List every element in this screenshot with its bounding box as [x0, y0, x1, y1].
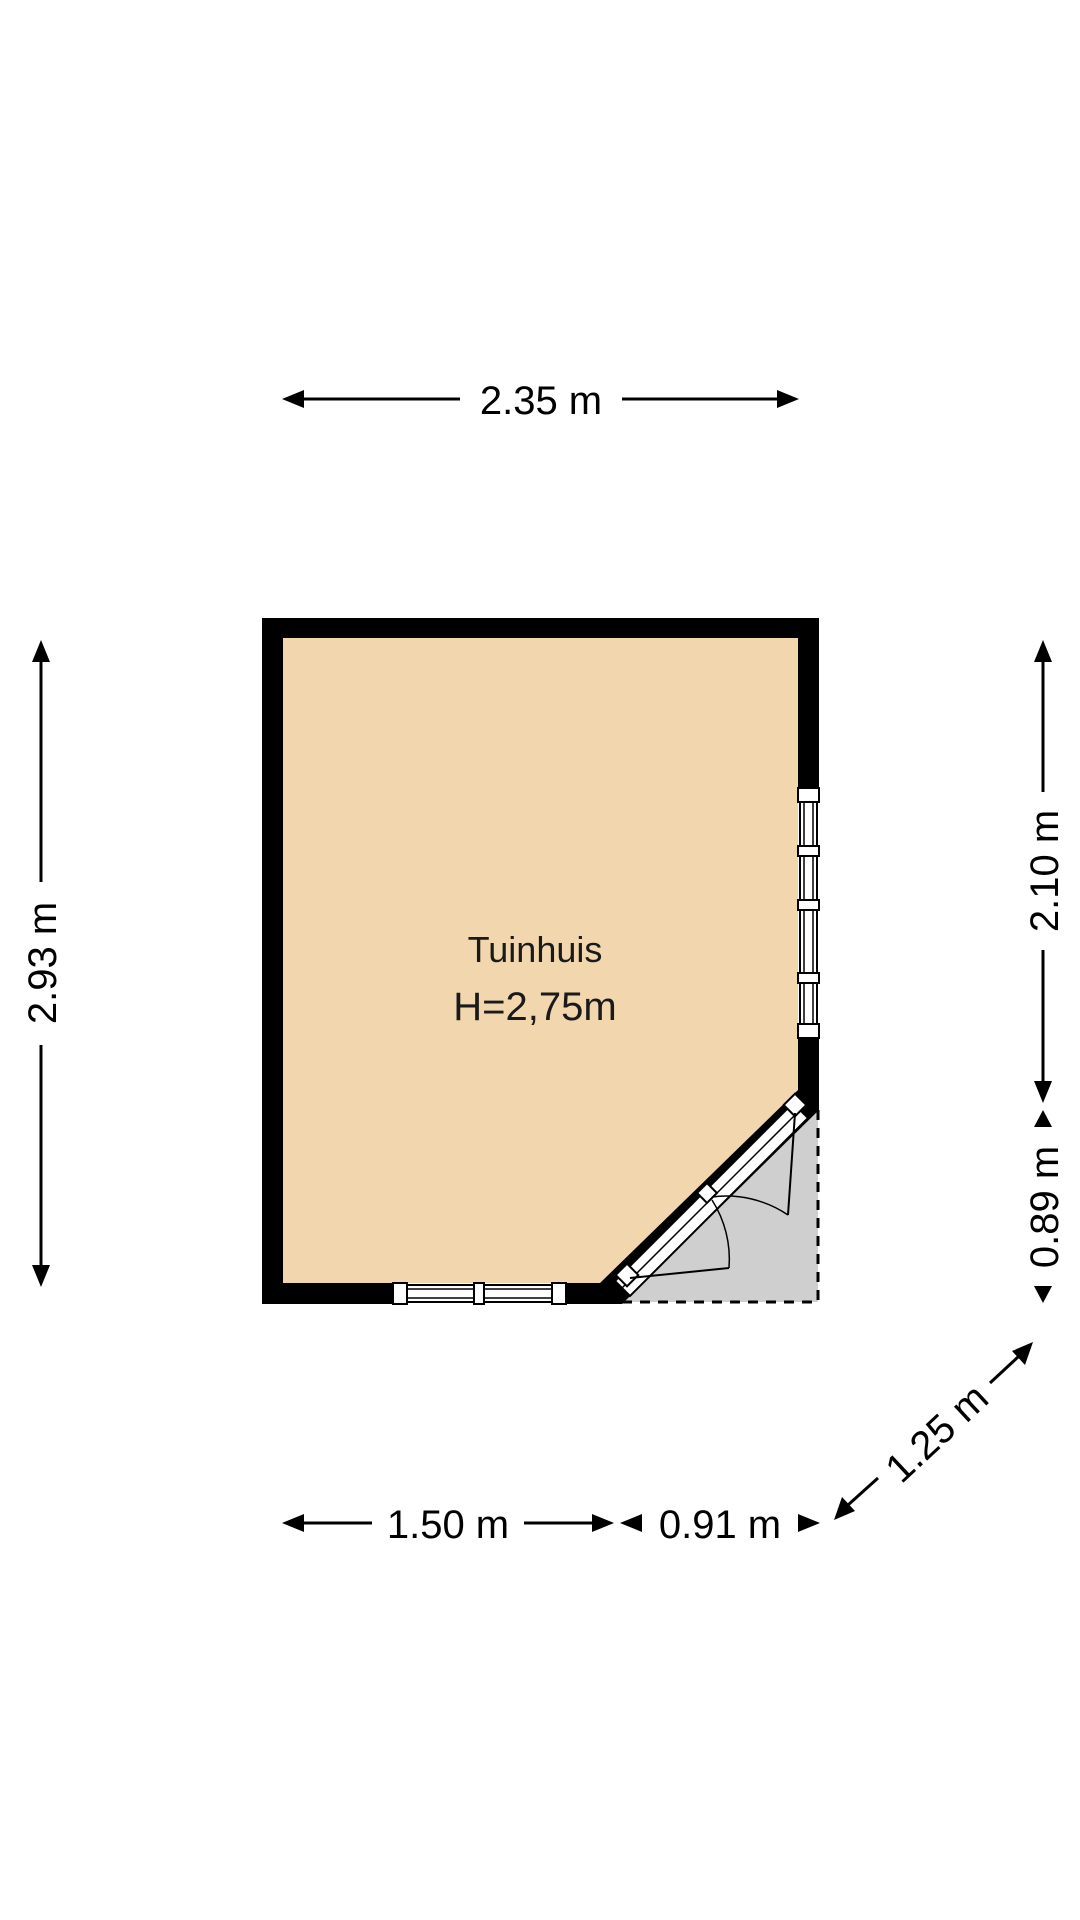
dimension-right-lower-label: 0.89 m	[1023, 1146, 1067, 1268]
dimension-bottom-left-label: 1.50 m	[387, 1503, 509, 1547]
room-height: H=2,75m	[453, 985, 616, 1029]
diagonal-door	[600, 1090, 819, 1304]
dimension-left-label: 2.93 m	[21, 902, 65, 1024]
dimension-diagonal-label: 1.25 m	[877, 1376, 996, 1492]
dimension-top: 2.35 m	[282, 379, 799, 423]
dimension-right-upper: 2.10 m	[1023, 640, 1067, 1103]
dimension-left: 2.93 m	[21, 640, 65, 1287]
dimension-top-label: 2.35 m	[480, 379, 602, 423]
wall-right-lower	[798, 1038, 819, 1110]
dimension-bottom-right-label: 0.91 m	[659, 1503, 781, 1547]
porch-outline-dashed	[622, 1110, 820, 1304]
wall-right-upper	[798, 618, 819, 788]
dimension-bottom-right: 0.91 m	[620, 1503, 820, 1547]
dimension-bottom-left: 1.50 m	[282, 1503, 614, 1547]
dimension-right-lower: 0.89 m	[1023, 1110, 1067, 1303]
wall-left	[262, 618, 283, 1304]
dimension-diagonal: 1.25 m	[834, 1342, 1033, 1520]
window-bottom	[392, 1282, 567, 1305]
room-floor	[283, 638, 798, 1283]
window-right	[797, 787, 820, 1039]
wall-bottom-left	[262, 1283, 393, 1304]
dimension-right-upper-label: 2.10 m	[1023, 810, 1067, 932]
wall-top	[262, 618, 819, 638]
room-name: Tuinhuis	[468, 929, 603, 970]
